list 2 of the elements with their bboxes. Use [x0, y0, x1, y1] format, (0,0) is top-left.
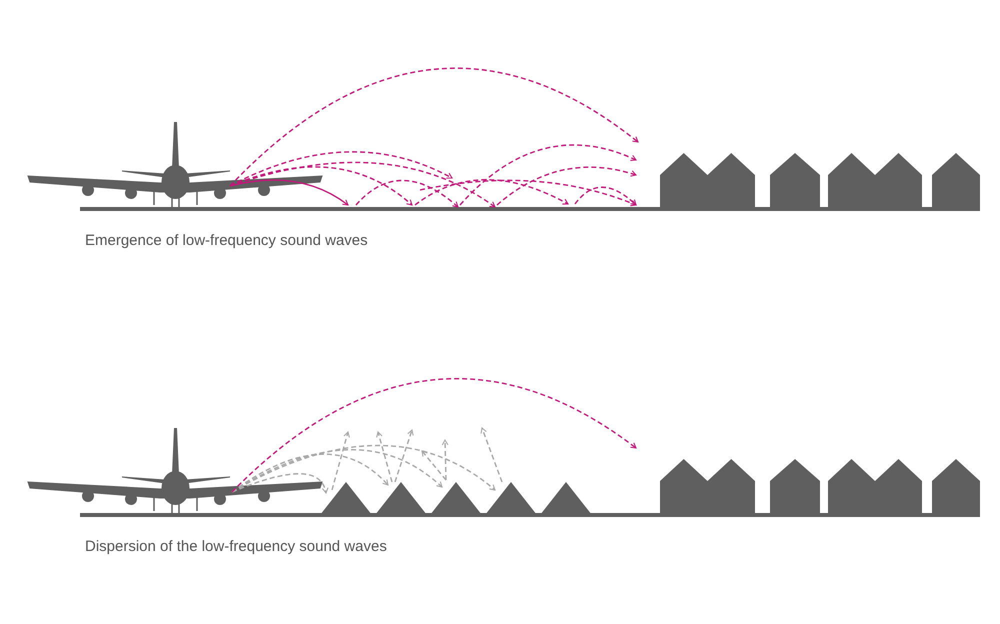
caption: Emergence of low-frequency sound waves: [85, 232, 368, 249]
caption: Dispersion of the low-frequency sound waves: [85, 538, 387, 555]
